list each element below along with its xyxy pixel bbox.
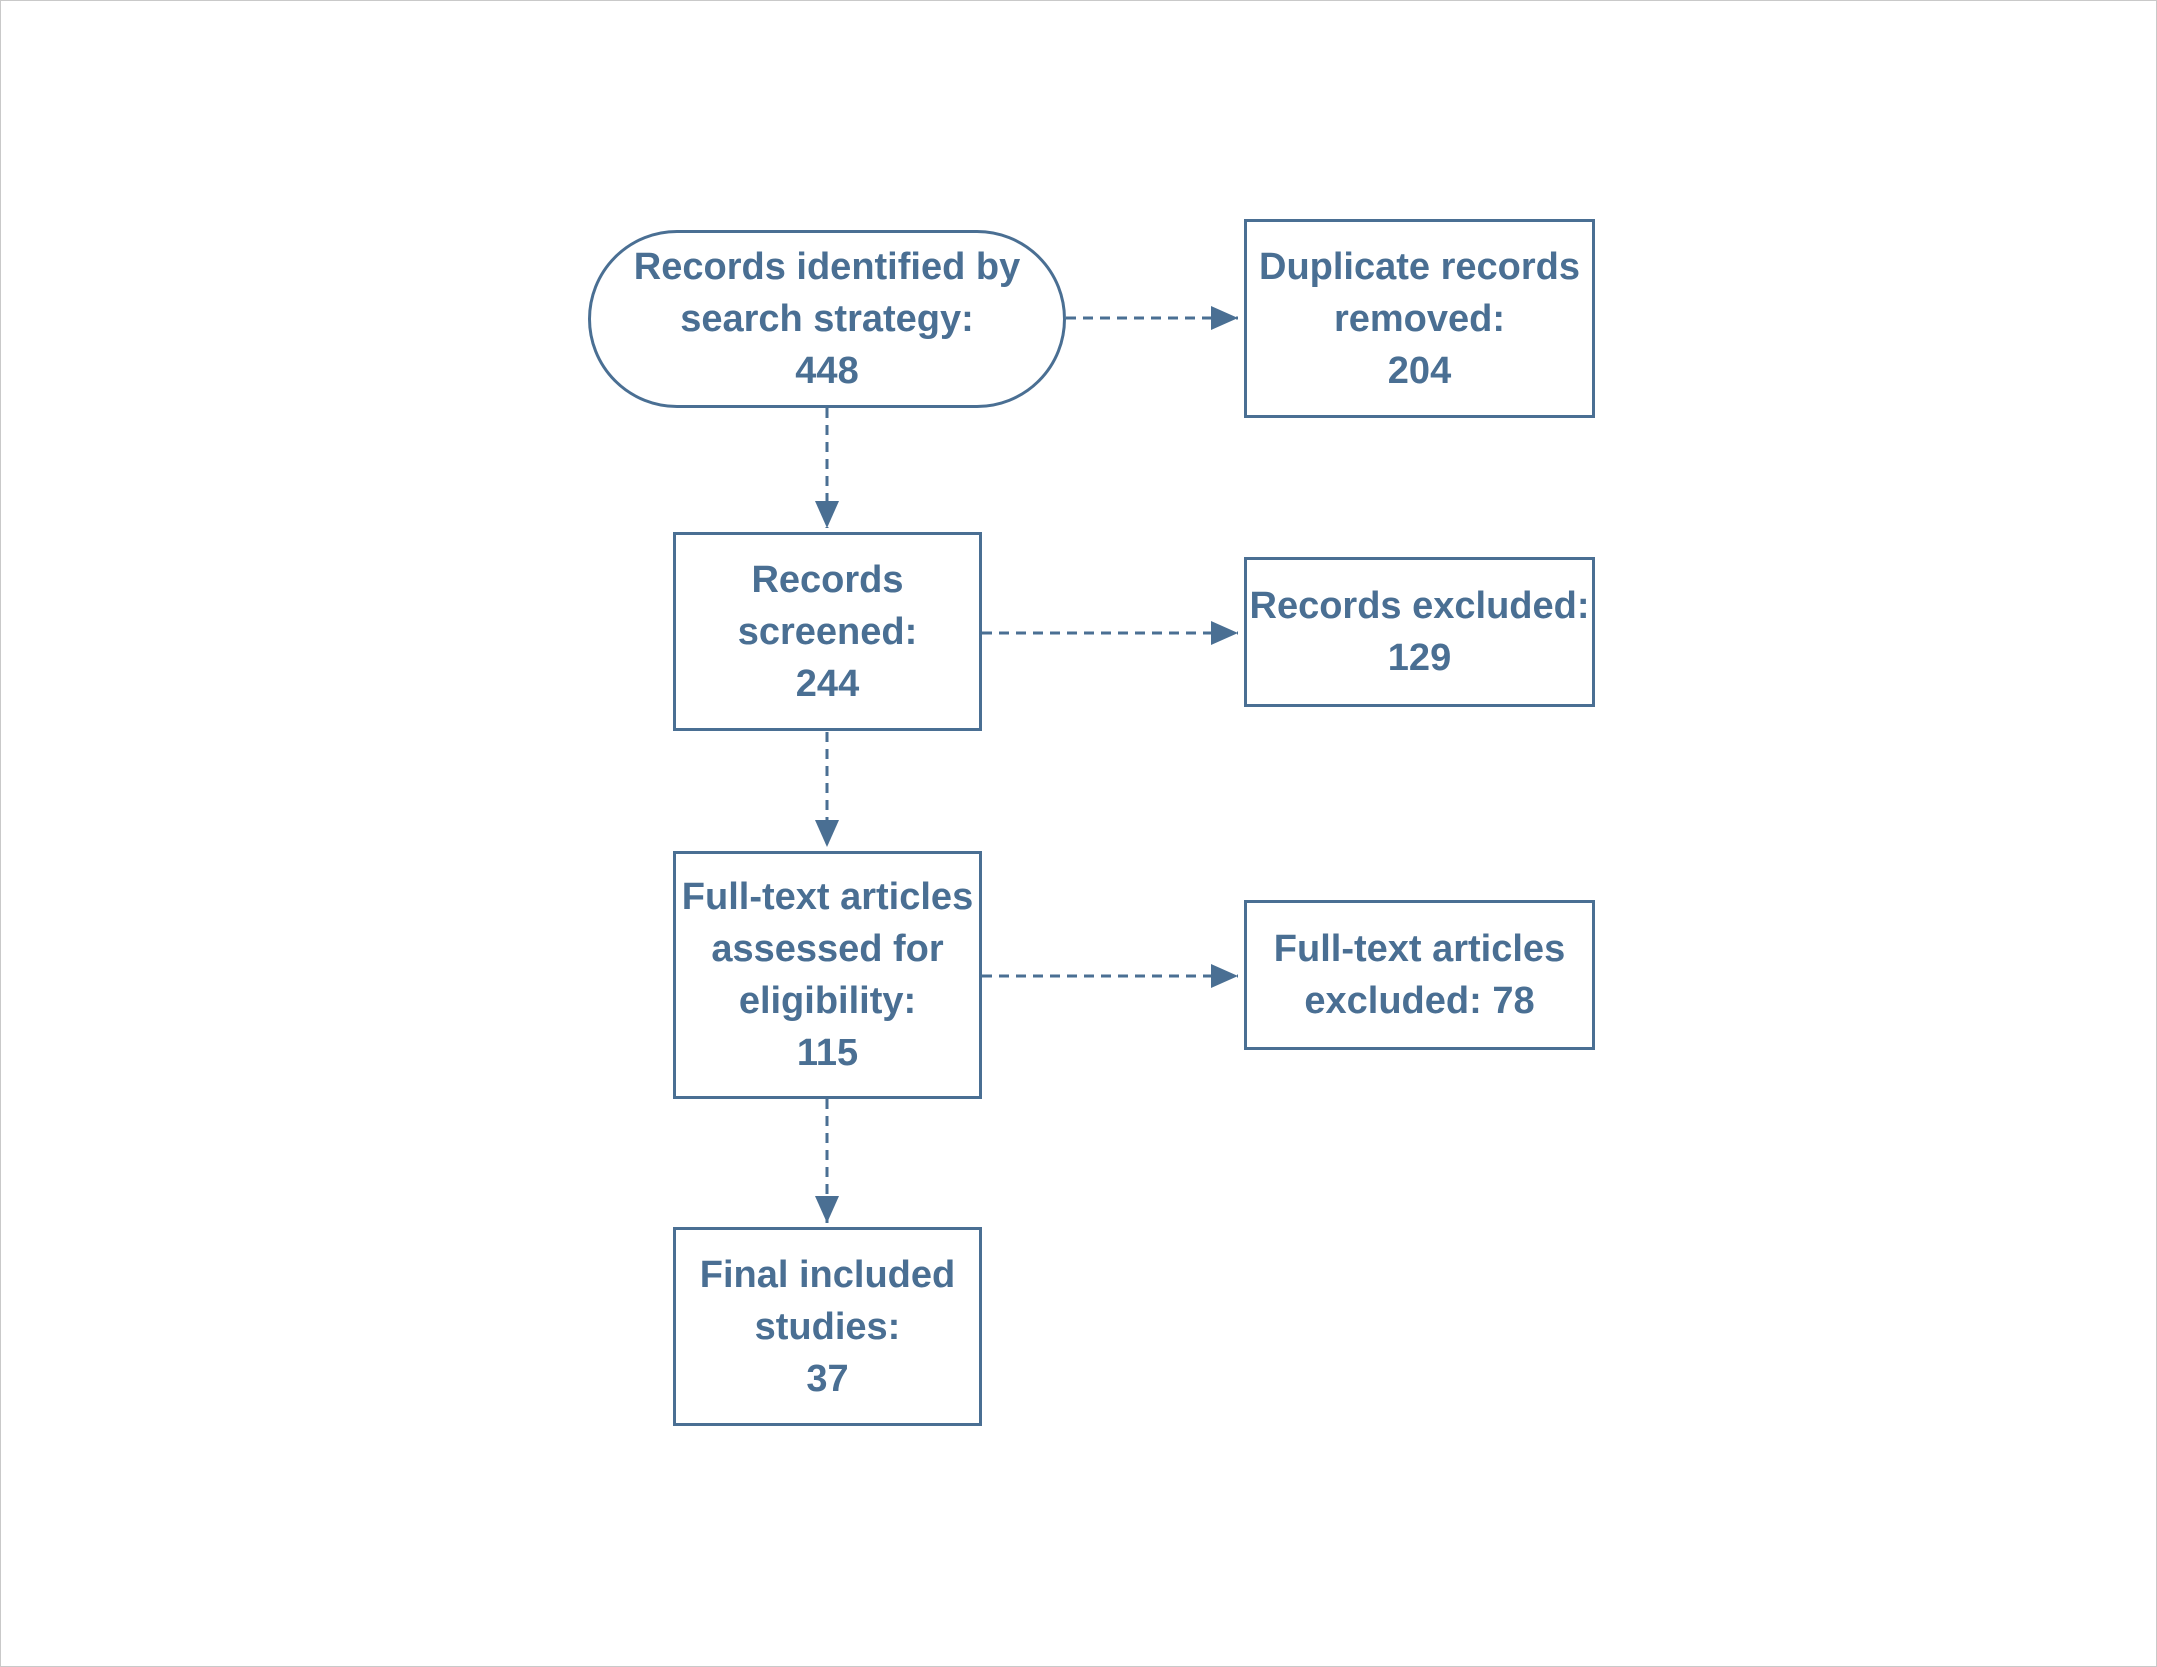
final-included-line-2: studies: — [754, 1305, 901, 1348]
final-included-node: Final included studies: 37 — [673, 1227, 982, 1426]
records-screened-line-1: Records — [751, 558, 904, 601]
final-included-count: 37 — [806, 1357, 849, 1400]
fulltext-excluded-node: Full-text articles excluded: 78 — [1244, 900, 1595, 1050]
final-included-line-1: Final included — [699, 1253, 956, 1296]
records-excluded-line-1: Records excluded: — [1249, 585, 1590, 627]
fulltext-assessed-line-1: Full-text articles — [681, 876, 974, 918]
duplicates-removed-count: 204 — [1387, 349, 1452, 392]
fulltext-excluded-line-2: excluded: 78 — [1304, 980, 1535, 1022]
fulltext-assessed-line-2: assessed for — [711, 928, 944, 970]
records-screened-node: Records screened: 244 — [673, 532, 982, 731]
records-screened-line-2: screened: — [737, 610, 918, 653]
records-identified-count: 448 — [795, 350, 859, 392]
duplicates-removed-line-1: Duplicate records — [1259, 245, 1580, 288]
fulltext-assessed-count: 115 — [796, 1032, 859, 1074]
fulltext-excluded-line-1: Full-text articles — [1273, 928, 1566, 970]
records-identified-node: Records identified by search strategy: 4… — [588, 230, 1066, 408]
records-excluded-node: Records excluded: 129 — [1244, 557, 1595, 707]
records-excluded-count: 129 — [1387, 637, 1452, 679]
records-identified-line-2: search strategy: — [680, 298, 974, 340]
records-identified-line-1: Records identified by — [633, 246, 1021, 288]
fulltext-assessed-node: Full-text articles assessed for eligibil… — [673, 851, 982, 1099]
fulltext-assessed-line-3: eligibility: — [738, 980, 917, 1022]
duplicates-removed-node: Duplicate records removed: 204 — [1244, 219, 1595, 418]
records-screened-count: 244 — [795, 662, 860, 705]
duplicates-removed-line-2: removed: — [1333, 297, 1506, 340]
